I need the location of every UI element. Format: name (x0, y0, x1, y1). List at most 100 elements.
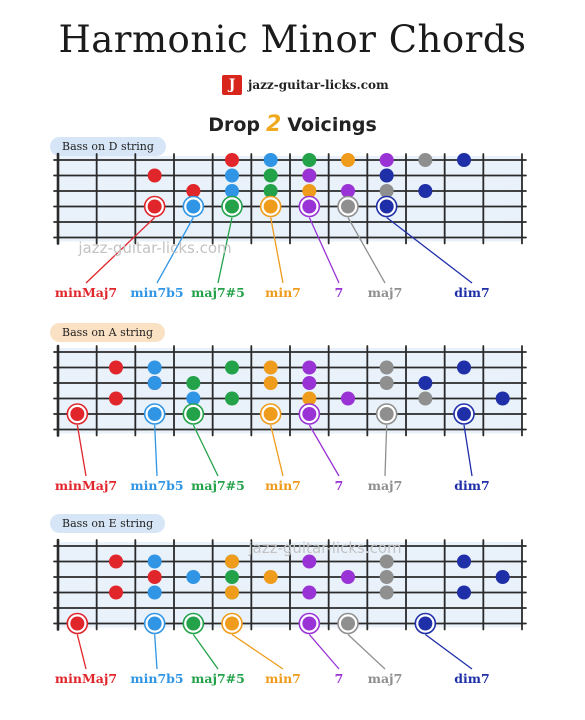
watermark-text: jazz-guitar-licks.com (247, 539, 401, 557)
note-dot (379, 184, 394, 198)
note-dot (225, 184, 239, 198)
leader-line (347, 217, 386, 284)
note-dot (263, 168, 278, 183)
leader-line (231, 633, 284, 670)
chord-label: min7b5 (130, 478, 183, 493)
leader-line (308, 217, 340, 284)
note-dot (263, 360, 278, 375)
note-dot (263, 153, 278, 167)
note-dot (225, 391, 239, 406)
note-dot (109, 554, 123, 569)
note-dot (147, 570, 162, 584)
note-dot (418, 184, 433, 198)
chord-label: 7 (335, 671, 344, 686)
note-dot (225, 585, 239, 600)
leader-line (192, 634, 219, 670)
subtitle-number: 2 (266, 112, 282, 137)
watermark-text: jazz-guitar-licks.com (77, 239, 231, 257)
note-dot (379, 554, 394, 569)
chord-label: maj7 (368, 671, 403, 686)
leader-line (270, 424, 284, 477)
note-dot (109, 360, 123, 375)
leader-line (308, 634, 340, 670)
note-dot (225, 199, 239, 214)
note-dot (263, 570, 278, 584)
chord-label: maj7 (368, 478, 403, 493)
note-dot (147, 168, 162, 183)
leader-line (76, 634, 87, 670)
note-dot (457, 360, 471, 375)
chord-label: min7 (265, 285, 301, 300)
note-dot (70, 616, 85, 631)
note-dot (186, 184, 201, 198)
chord-label: minMaj7 (55, 671, 117, 686)
chord-label: 7 (335, 285, 344, 300)
note-dot (147, 376, 162, 390)
chord-label: maj7 (368, 285, 403, 300)
chord-label: minMaj7 (55, 285, 117, 300)
chord-label: dim7 (454, 671, 489, 686)
note-dot (418, 376, 433, 390)
note-dot (379, 407, 394, 421)
note-dot (379, 376, 394, 390)
note-dot (186, 570, 201, 584)
note-dot (302, 407, 317, 421)
note-dot (302, 153, 317, 167)
note-dot (341, 184, 355, 198)
chord-label: min7b5 (130, 285, 183, 300)
note-dot (147, 407, 162, 421)
chord-label: dim7 (454, 478, 489, 493)
chord-label: min7 (265, 671, 301, 686)
note-dot (302, 184, 317, 198)
leader-line (192, 424, 219, 477)
chord-label: 7 (335, 478, 344, 493)
note-dot (302, 616, 317, 631)
leader-line (384, 424, 388, 477)
leader-line (85, 217, 156, 284)
note-dot (302, 360, 317, 375)
section-label-a: Bass on A string (50, 323, 166, 342)
note-dot (457, 554, 471, 569)
note-dot (457, 407, 471, 421)
note-dot (302, 391, 317, 406)
note-dot (341, 153, 355, 167)
note-dot (263, 184, 278, 198)
note-dot (379, 199, 394, 214)
note-dot (302, 168, 317, 183)
section-label-e: Bass on E string (50, 514, 166, 533)
note-dot (225, 616, 239, 631)
leader-line (154, 634, 158, 670)
chord-label: min7b5 (130, 671, 183, 686)
subtitle-before: Drop (208, 114, 261, 136)
note-dot (341, 616, 355, 631)
note-dot (186, 407, 201, 421)
chord-label: maj7#5 (191, 671, 245, 686)
leader-line (270, 217, 284, 284)
chord-label: minMaj7 (55, 478, 117, 493)
chord-label: min7 (265, 478, 301, 493)
note-dot (147, 616, 162, 631)
leader-line (463, 424, 473, 477)
chord-label: maj7#5 (191, 478, 245, 493)
note-dot (225, 153, 239, 167)
note-dot (341, 199, 355, 214)
leader-line (386, 216, 473, 284)
note-dot (70, 407, 85, 421)
note-dot (302, 376, 317, 390)
note-dot (379, 153, 394, 167)
note-dot (147, 360, 162, 375)
note-dot (379, 168, 394, 183)
note-dot (147, 199, 162, 214)
note-dot (225, 554, 239, 569)
note-dot (379, 570, 394, 584)
note-dot (418, 616, 433, 631)
note-dot (147, 585, 162, 600)
note-dot (186, 391, 201, 406)
chord-label: maj7#5 (191, 285, 245, 300)
note-dot (495, 391, 510, 406)
note-dot (495, 570, 510, 584)
note-dot (186, 199, 201, 214)
note-dot (109, 585, 123, 600)
note-dot (302, 585, 317, 600)
